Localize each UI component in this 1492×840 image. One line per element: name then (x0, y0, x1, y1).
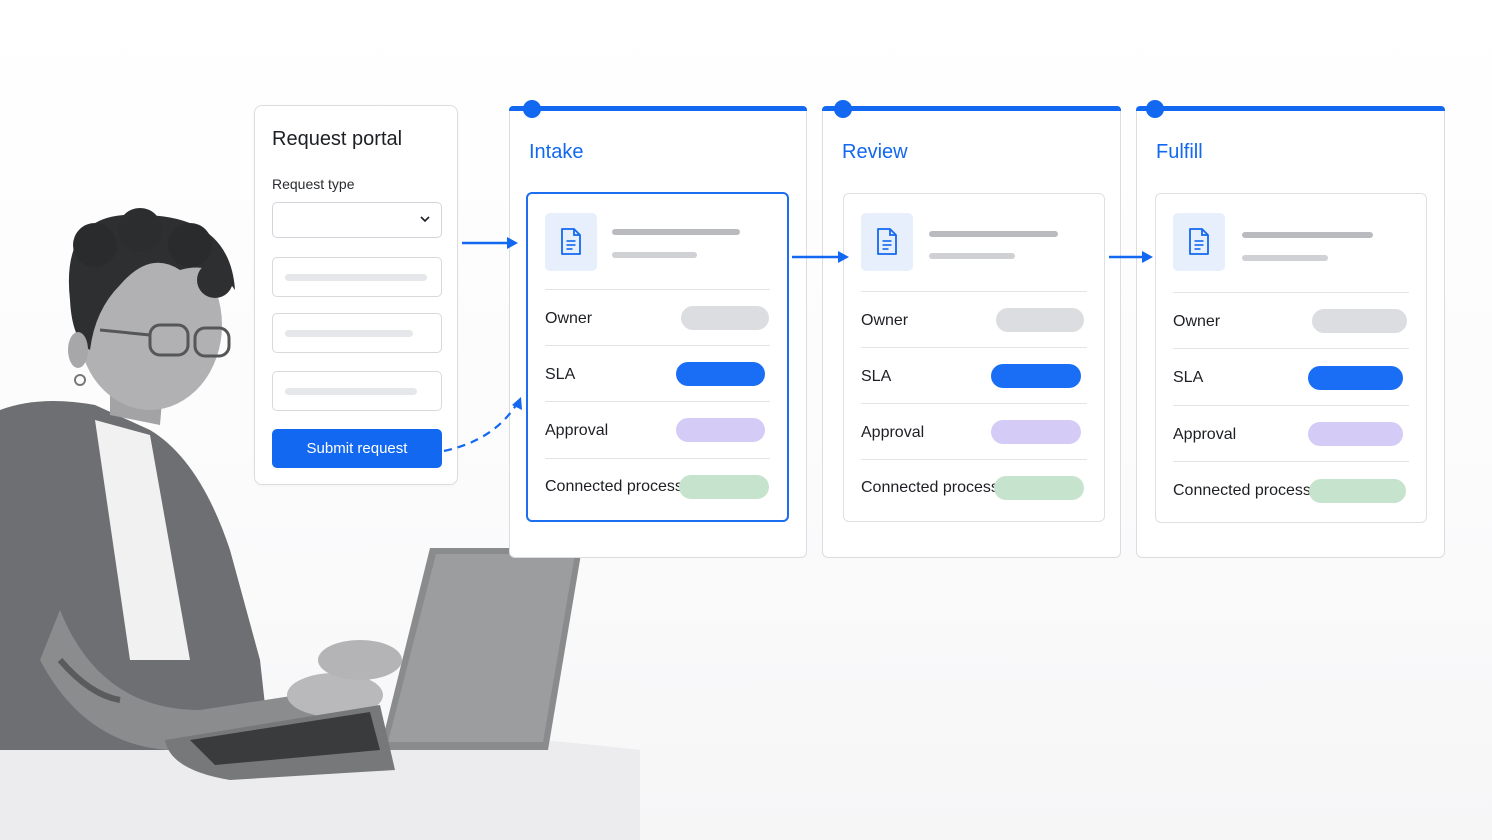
divider (545, 458, 770, 459)
stage-intake: Intake Owner SLA Approval (509, 100, 807, 558)
placeholder-line (612, 252, 697, 258)
stage-title: Fulfill (1156, 141, 1203, 163)
field-placeholder-bar (285, 274, 427, 281)
portal-title: Request portal (272, 128, 403, 150)
sla-pill (991, 364, 1081, 388)
divider (861, 291, 1087, 292)
chevron-down-icon (420, 216, 430, 223)
portal-field-1[interactable] (272, 257, 442, 297)
divider (1173, 461, 1409, 462)
approval-pill (676, 418, 765, 442)
placeholder-line (929, 253, 1015, 259)
row-label-approval: Approval (861, 424, 925, 441)
divider (545, 401, 770, 402)
request-type-select[interactable] (272, 202, 442, 238)
row-label-owner: Owner (545, 310, 593, 327)
row-label-approval: Approval (1173, 426, 1237, 443)
divider (861, 459, 1087, 460)
connected-process-pill (1309, 479, 1406, 503)
stage-record-card[interactable]: Owner SLA Approval Connected process (1155, 193, 1427, 523)
stage-fulfill: Fulfill Owner SLA Approval (1136, 100, 1445, 558)
document-tile (861, 213, 913, 271)
row-label-owner: Owner (1173, 313, 1221, 330)
sla-pill (676, 362, 765, 386)
divider (545, 345, 770, 346)
request-portal-card: Request portal Request type Submit reque… (254, 105, 458, 485)
connected-process-pill (994, 476, 1084, 500)
divider (545, 289, 770, 290)
placeholder-line (612, 229, 740, 235)
placeholder-line (929, 231, 1058, 237)
stage-marker-dot (834, 100, 852, 118)
owner-pill (1312, 309, 1407, 333)
row-label-owner: Owner (861, 312, 909, 329)
request-type-label: Request type (272, 176, 355, 192)
stage-marker-dot (1146, 100, 1164, 118)
approval-pill (1308, 422, 1403, 446)
owner-pill (996, 308, 1084, 332)
portal-field-3[interactable] (272, 371, 442, 411)
sla-pill (1308, 366, 1403, 390)
stage-top-bar (822, 106, 1121, 111)
field-placeholder-bar (285, 388, 417, 395)
stage-record-card[interactable]: Owner SLA Approval Connected process (843, 193, 1105, 522)
portal-field-2[interactable] (272, 313, 442, 353)
stage-marker-dot (523, 100, 541, 118)
document-icon (877, 228, 897, 255)
connected-process-pill (679, 475, 769, 499)
divider (861, 347, 1087, 348)
divider (861, 403, 1087, 404)
owner-pill (681, 306, 769, 330)
placeholder-line (1242, 232, 1373, 238)
document-tile (1173, 213, 1225, 271)
row-label-connected-process: Connected process (1173, 482, 1311, 499)
document-tile (545, 213, 597, 271)
row-label-connected-process: Connected process (861, 479, 999, 496)
submit-request-button[interactable]: Submit request (272, 429, 442, 468)
document-icon (561, 228, 581, 255)
row-label-sla: SLA (545, 366, 576, 383)
stage-record-card[interactable]: Owner SLA Approval Connected process (526, 192, 789, 522)
divider (1173, 292, 1409, 293)
row-label-sla: SLA (1173, 369, 1204, 386)
placeholder-line (1242, 255, 1328, 261)
document-icon (1189, 228, 1209, 255)
stage-review: Review Owner SLA Approval (822, 100, 1121, 558)
row-label-sla: SLA (861, 368, 892, 385)
field-placeholder-bar (285, 330, 413, 337)
stage-top-bar (509, 106, 807, 111)
divider (1173, 405, 1409, 406)
approval-pill (991, 420, 1081, 444)
row-label-connected-process: Connected process (545, 478, 683, 495)
stage-top-bar (1136, 106, 1445, 111)
stage-title: Review (842, 141, 908, 163)
row-label-approval: Approval (545, 422, 609, 439)
divider (1173, 348, 1409, 349)
stage-title: Intake (529, 141, 584, 163)
person-at-laptop-illustration (0, 208, 640, 840)
